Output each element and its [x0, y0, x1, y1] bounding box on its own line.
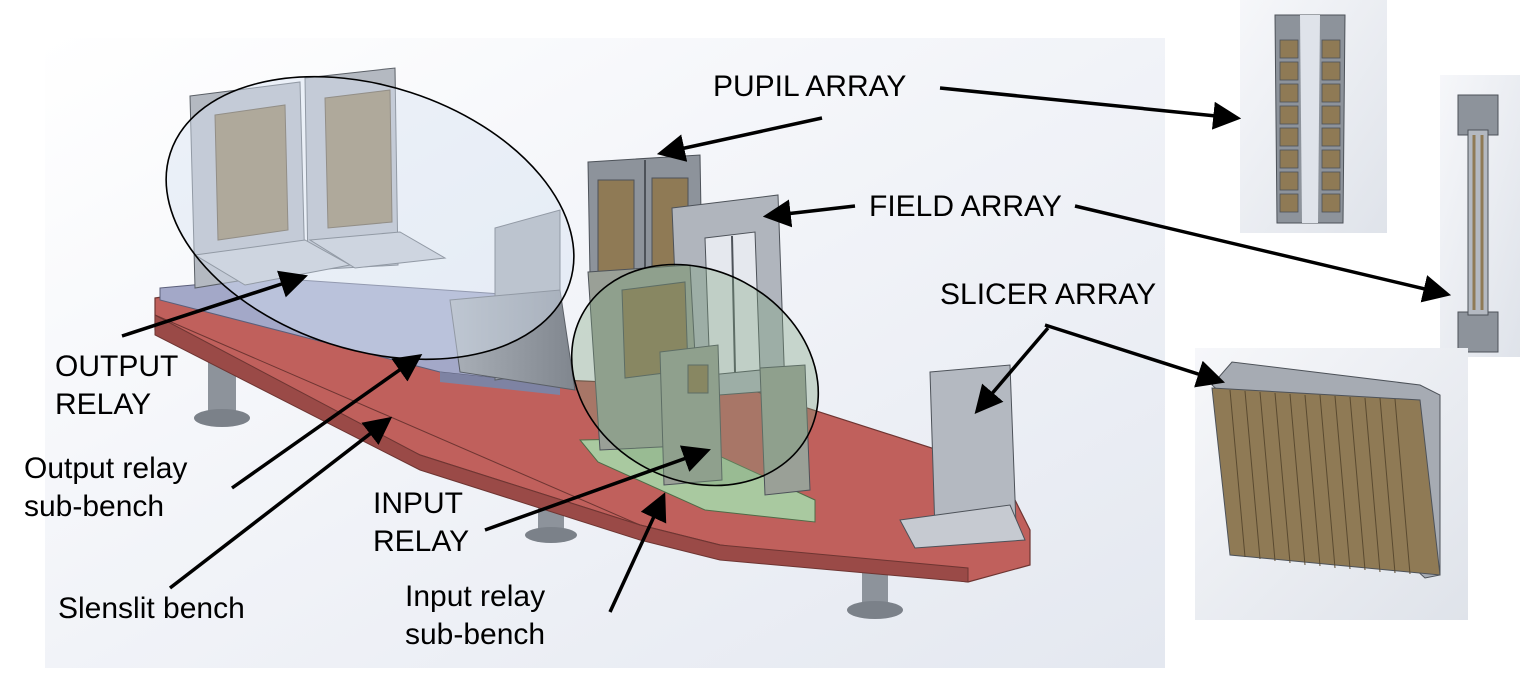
pupil-array-label: PUPIL ARRAY	[713, 70, 907, 103]
output-relay-label: OUTPUT RELAY	[55, 350, 179, 421]
field-array-inset	[1440, 75, 1520, 357]
field-array-label: FIELD ARRAY	[869, 190, 1062, 223]
input-subbench-arrow	[608, 492, 667, 613]
output-relay-mounts	[189, 67, 576, 391]
pupil-array-inset	[1240, 0, 1387, 233]
slicer-array-arrow-to-model	[974, 326, 1050, 414]
pupil-array-arrow-to-model	[656, 116, 823, 162]
output-subbench-arrow	[230, 353, 423, 490]
field-array-arrow-to-model	[762, 199, 856, 228]
input-relay-arrow	[484, 445, 711, 532]
slenslit-bench-arrow	[168, 416, 393, 590]
slenslit-bench-label: Slenslit bench	[58, 592, 245, 625]
slicer-array-label: SLICER ARRAY	[940, 278, 1157, 311]
slicer-array-arrow-to-inset	[1044, 323, 1226, 388]
callout-arrows	[121, 86, 1452, 613]
field-array-arrow-to-inset	[1074, 204, 1452, 303]
input-relay-highlight	[570, 263, 820, 487]
output-relay-arrow	[121, 270, 308, 338]
input-relay-subbench-label: Input relay sub-bench	[405, 580, 546, 651]
slicer-array-inset	[1195, 348, 1468, 620]
pupil-array-arrow-to-inset	[939, 86, 1242, 130]
output-relay-subbench-label: Output relay sub-bench	[24, 452, 188, 523]
input-relay-label: INPUT RELAY	[373, 487, 470, 558]
input-relay-assembly	[587, 264, 811, 496]
